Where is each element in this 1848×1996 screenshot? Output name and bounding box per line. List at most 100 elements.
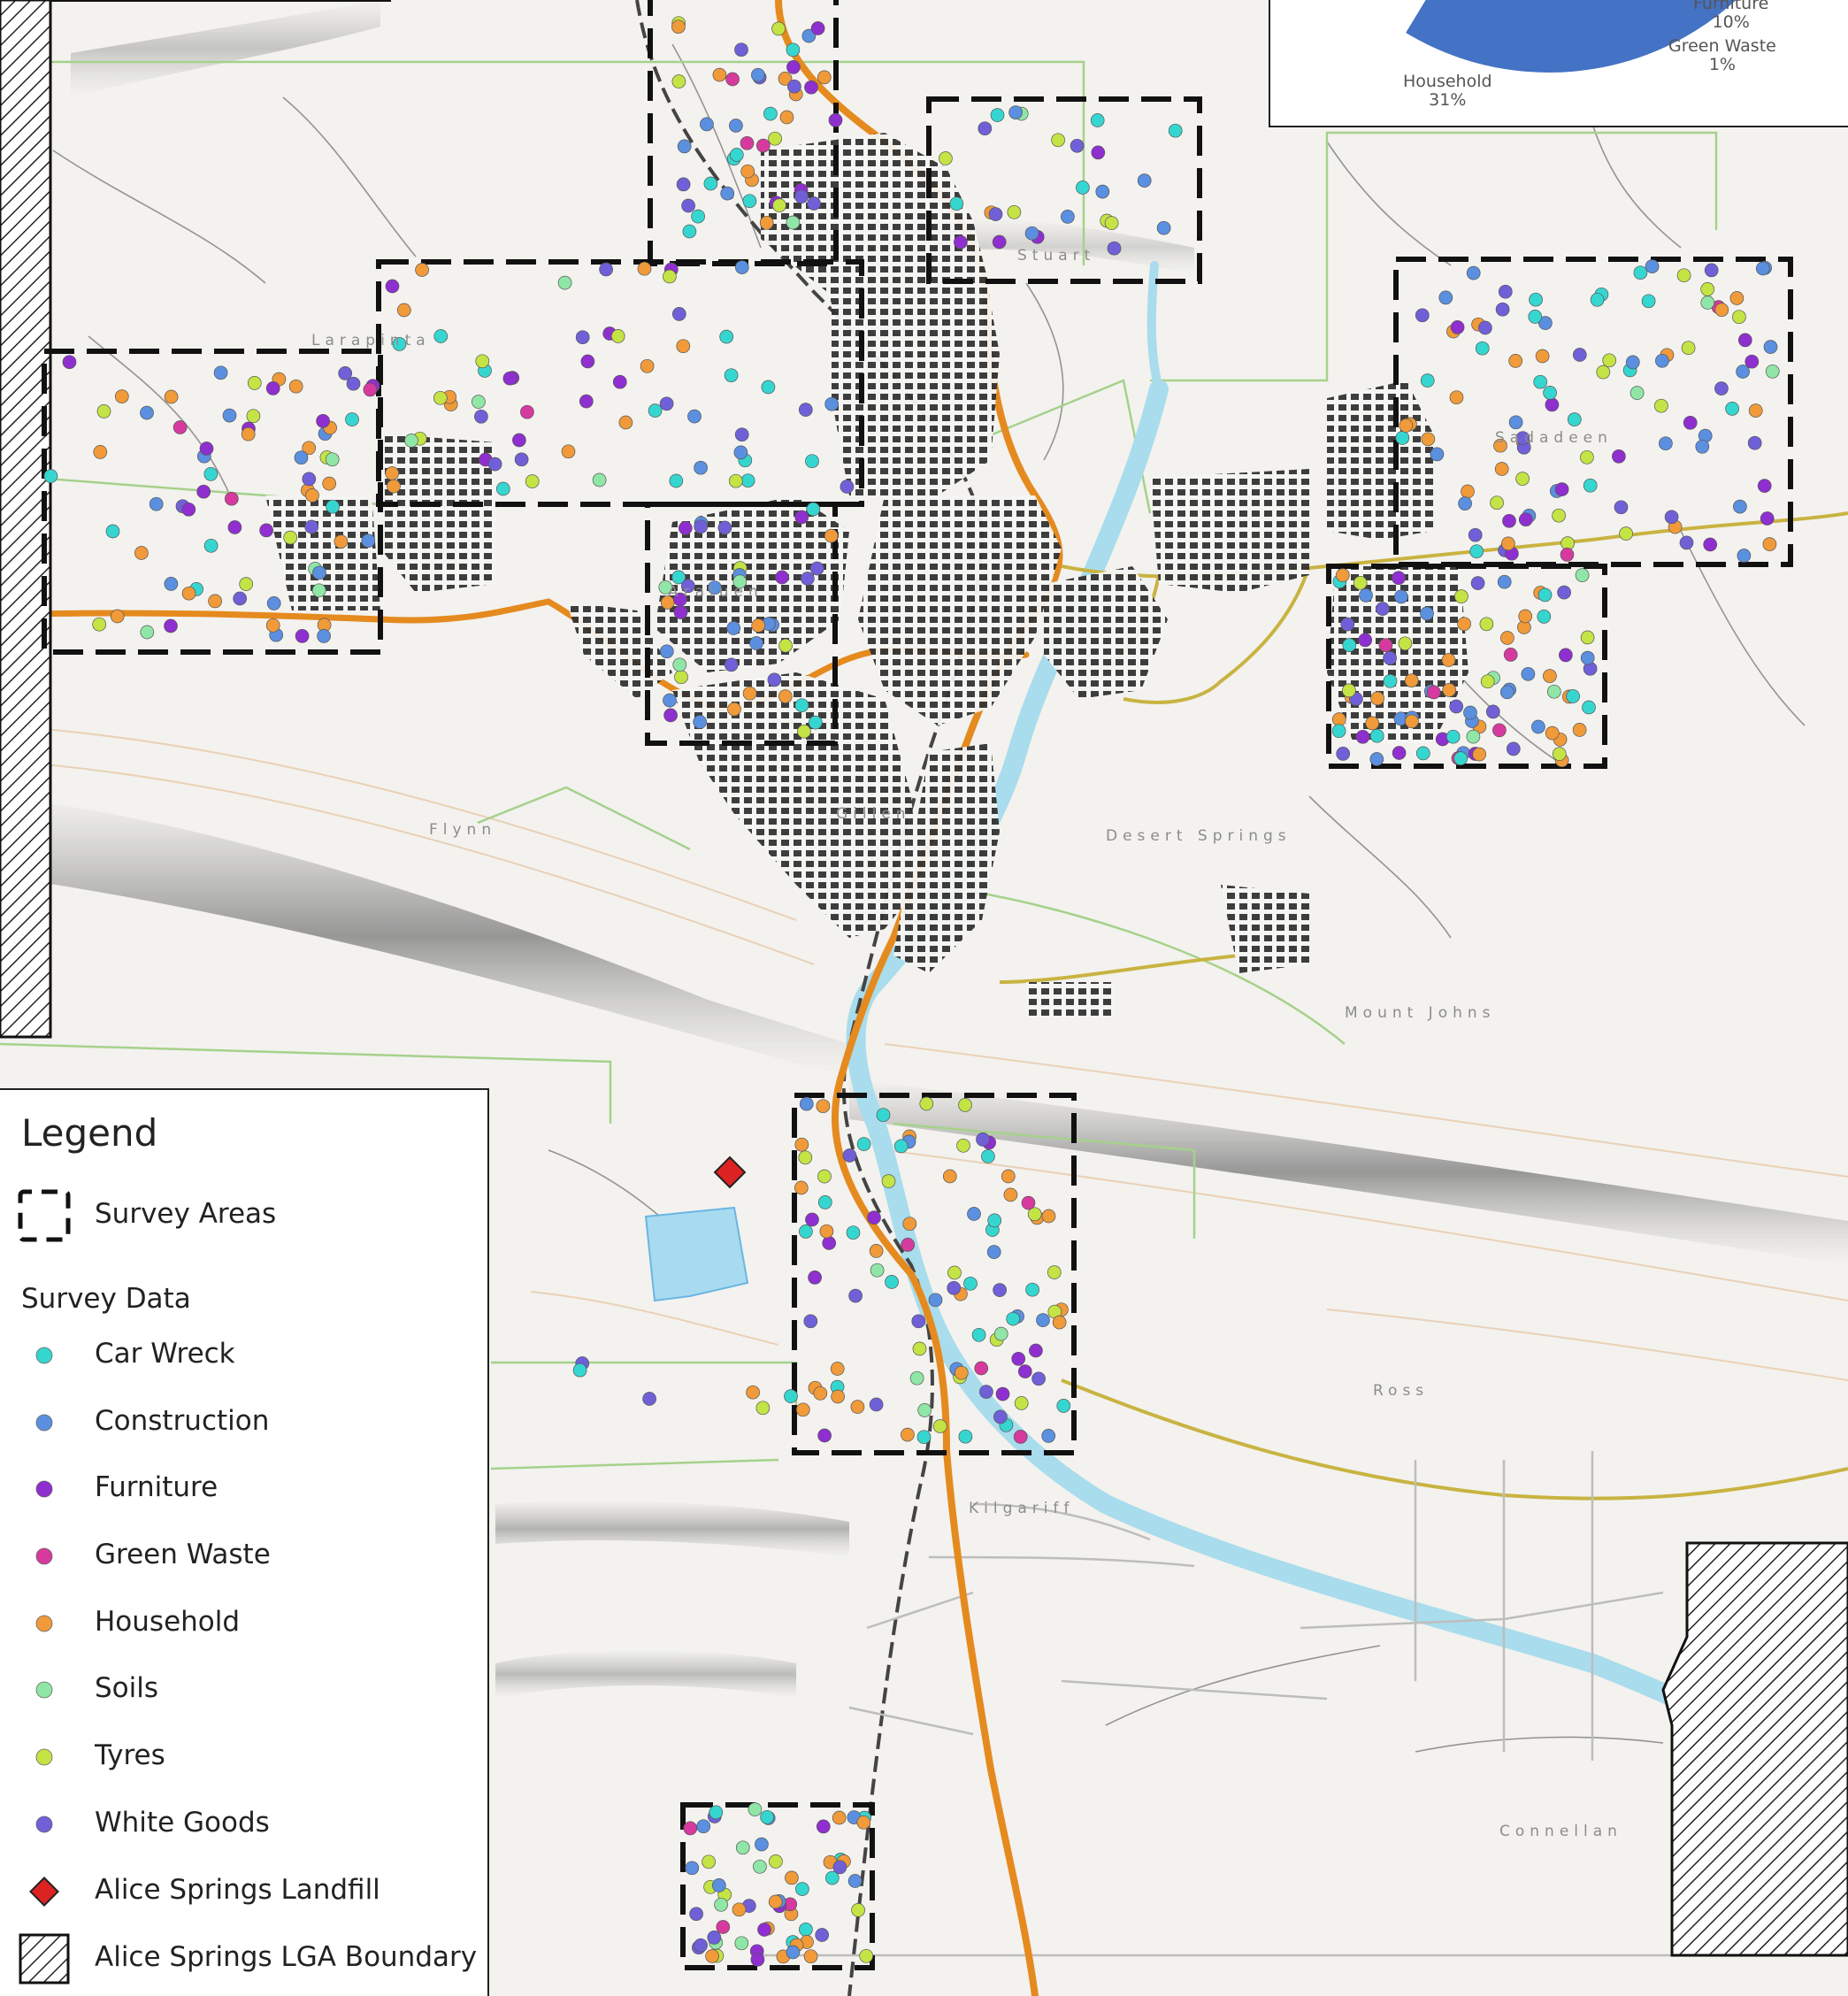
survey-point-green-waste[interactable] xyxy=(1021,1195,1036,1210)
survey-point-white-goods[interactable] xyxy=(1107,241,1122,256)
survey-point-tyres[interactable] xyxy=(755,1401,771,1416)
survey-point-furniture[interactable] xyxy=(816,1819,831,1834)
survey-point-furniture[interactable] xyxy=(295,629,310,643)
survey-point-white-goods[interactable] xyxy=(803,1314,818,1329)
survey-point-white-goods[interactable] xyxy=(1449,699,1464,714)
survey-point-furniture[interactable] xyxy=(1612,449,1626,464)
survey-point-car-wreck[interactable] xyxy=(817,1195,832,1209)
survey-point-furniture[interactable] xyxy=(817,1428,832,1443)
survey-point-car-wreck[interactable] xyxy=(669,473,684,488)
survey-point-soils[interactable] xyxy=(714,1897,728,1912)
survey-point-soils[interactable] xyxy=(735,1840,750,1855)
survey-point-household[interactable] xyxy=(1518,609,1533,624)
survey-point-car-wreck[interactable] xyxy=(345,412,359,426)
survey-point-construction[interactable] xyxy=(1359,588,1373,603)
survey-point-household[interactable] xyxy=(1441,653,1456,667)
survey-point-construction[interactable] xyxy=(1580,650,1595,665)
survey-point-car-wreck[interactable] xyxy=(572,1363,587,1378)
survey-point-white-goods[interactable] xyxy=(976,1132,990,1147)
survey-point-white-goods[interactable] xyxy=(1336,747,1351,761)
survey-point-white-goods[interactable] xyxy=(978,121,993,136)
survey-point-car-wreck[interactable] xyxy=(703,176,718,191)
survey-point-white-goods[interactable] xyxy=(840,480,855,494)
survey-point-white-goods[interactable] xyxy=(1515,431,1530,446)
survey-point-tyres[interactable] xyxy=(817,1169,832,1184)
survey-point-white-goods[interactable] xyxy=(514,452,529,467)
survey-point-construction[interactable] xyxy=(749,636,763,650)
survey-point-household[interactable] xyxy=(1729,291,1744,305)
survey-point-car-wreck[interactable] xyxy=(729,148,744,162)
survey-point-furniture[interactable] xyxy=(580,354,595,369)
survey-point-household[interactable] xyxy=(385,466,400,480)
survey-point-green-waste[interactable] xyxy=(740,135,755,150)
survey-point-construction[interactable] xyxy=(1430,447,1445,462)
survey-point-tyres[interactable] xyxy=(1700,282,1715,296)
survey-point-green-waste[interactable] xyxy=(716,1920,731,1934)
survey-point-tyres[interactable] xyxy=(1596,365,1611,380)
survey-point-tyres[interactable] xyxy=(956,1138,970,1153)
survey-point-white-goods[interactable] xyxy=(815,1928,830,1942)
survey-point-green-waste[interactable] xyxy=(363,382,378,397)
survey-point-household[interactable] xyxy=(93,445,108,459)
survey-point-construction[interactable] xyxy=(1737,549,1752,563)
survey-point-car-wreck[interactable] xyxy=(105,524,120,539)
survey-point-white-goods[interactable] xyxy=(689,1907,703,1922)
survey-point-construction[interactable] xyxy=(1659,436,1673,451)
survey-point-construction[interactable] xyxy=(720,186,735,201)
survey-point-furniture[interactable] xyxy=(259,523,273,538)
survey-point-household[interactable] xyxy=(751,618,766,633)
survey-point-car-wreck[interactable] xyxy=(958,1429,973,1444)
survey-point-car-wreck[interactable] xyxy=(1056,1399,1071,1413)
survey-point-construction[interactable] xyxy=(1394,589,1408,604)
survey-point-household[interactable] xyxy=(1001,1169,1016,1184)
survey-point-white-goods[interactable] xyxy=(798,403,813,417)
survey-point-soils[interactable] xyxy=(993,1326,1008,1341)
survey-point-tyres[interactable] xyxy=(932,1419,947,1433)
survey-point-car-wreck[interactable] xyxy=(786,42,801,58)
survey-point-furniture[interactable] xyxy=(1502,513,1516,528)
survey-point-household[interactable] xyxy=(1041,1209,1056,1224)
survey-point-car-wreck[interactable] xyxy=(1475,341,1490,356)
survey-point-white-goods[interactable] xyxy=(1485,704,1500,719)
survey-point-tyres[interactable] xyxy=(1681,341,1696,356)
survey-point-soils[interactable] xyxy=(311,583,326,598)
survey-point-construction[interactable] xyxy=(1655,353,1669,368)
survey-point-furniture[interactable] xyxy=(1545,397,1560,412)
survey-point-construction[interactable] xyxy=(986,1245,1001,1259)
survey-point-tyres[interactable] xyxy=(1027,1207,1042,1222)
survey-point-household[interactable] xyxy=(831,1389,845,1404)
survey-point-tyres[interactable] xyxy=(1619,526,1633,541)
survey-point-construction[interactable] xyxy=(1497,574,1512,589)
survey-point-household[interactable] xyxy=(396,303,411,318)
survey-point-construction[interactable] xyxy=(1024,226,1039,241)
survey-point-construction[interactable] xyxy=(1041,1429,1056,1443)
survey-point-tyres[interactable] xyxy=(525,474,540,488)
survey-point-construction[interactable] xyxy=(801,28,817,43)
survey-point-construction[interactable] xyxy=(694,460,708,475)
survey-point-car-wreck[interactable] xyxy=(1168,123,1183,138)
survey-point-white-goods[interactable] xyxy=(807,196,821,211)
survey-point-white-goods[interactable] xyxy=(680,579,695,594)
survey-point-white-goods[interactable] xyxy=(734,427,749,442)
survey-point-tyres[interactable] xyxy=(912,1341,927,1356)
survey-point-furniture[interactable] xyxy=(1737,333,1752,348)
survey-point-white-goods[interactable] xyxy=(1506,741,1521,756)
survey-point-tyres[interactable] xyxy=(851,1903,865,1917)
survey-point-green-waste[interactable] xyxy=(520,404,534,419)
survey-point-construction[interactable] xyxy=(361,534,376,549)
survey-point-furniture[interactable] xyxy=(1450,320,1465,334)
survey-point-tyres[interactable] xyxy=(939,151,953,165)
survey-point-furniture[interactable] xyxy=(786,60,801,74)
survey-point-furniture[interactable] xyxy=(1744,354,1760,369)
survey-point-household[interactable] xyxy=(954,1365,969,1380)
survey-point-green-waste[interactable] xyxy=(1378,638,1393,653)
survey-point-furniture[interactable] xyxy=(757,1923,771,1937)
survey-point-tyres[interactable] xyxy=(778,638,793,653)
survey-point-car-wreck[interactable] xyxy=(1420,373,1435,388)
survey-point-construction[interactable] xyxy=(733,445,748,460)
survey-point-household[interactable] xyxy=(1404,673,1419,688)
survey-point-white-goods[interactable] xyxy=(671,307,686,321)
survey-point-furniture[interactable] xyxy=(164,618,178,633)
survey-point-tyres[interactable] xyxy=(433,390,448,405)
survey-point-green-waste[interactable] xyxy=(901,1238,916,1252)
